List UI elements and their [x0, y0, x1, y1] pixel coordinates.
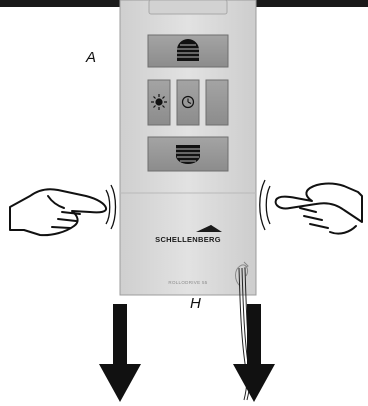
belt-symbol — [235, 261, 249, 287]
left-hand-icon — [9, 188, 108, 237]
brand-logo — [196, 225, 222, 232]
down-button[interactable] — [147, 136, 229, 172]
night-button[interactable] — [205, 79, 229, 126]
right-down-arrow-icon — [233, 304, 275, 402]
up-button[interactable] — [147, 34, 229, 68]
sun-button[interactable] — [147, 79, 171, 126]
left-down-arrow-icon — [99, 304, 141, 402]
model-name: ROLLODRIVE 55 — [168, 280, 208, 285]
right-sound-waves — [259, 179, 271, 231]
clock-icon — [181, 95, 195, 109]
callout-label-a: A — [86, 49, 97, 66]
sun-icon — [151, 94, 167, 110]
callout-label-h: H — [190, 295, 201, 312]
shutter-down-icon — [176, 145, 200, 164]
left-sound-waves — [105, 184, 117, 230]
brand-name: SCHELLENBERG — [155, 235, 221, 244]
timer-button[interactable] — [176, 79, 200, 126]
shutter-up-icon — [177, 39, 199, 61]
right-hand-icon — [274, 182, 363, 235]
